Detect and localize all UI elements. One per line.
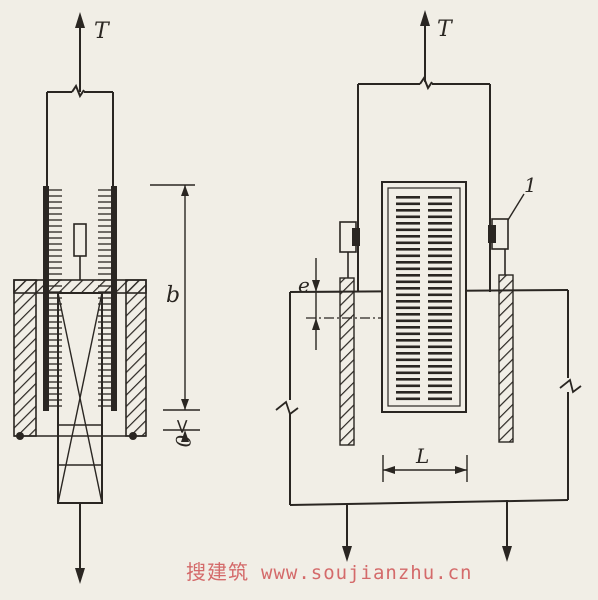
right-glue-comb	[98, 189, 111, 407]
watermark-logo-text: 搜建筑	[186, 560, 249, 584]
marker-leader-1	[507, 193, 525, 221]
watermark: 搜建筑 www.soujianzhu.cn	[186, 556, 472, 585]
panel-slot	[428, 196, 452, 199]
right-figure: T 1	[275, 10, 582, 562]
panel-slot	[428, 293, 452, 297]
panel-slot	[396, 235, 420, 238]
panel-slot	[428, 235, 452, 238]
dimension-label-L: L	[415, 444, 429, 468]
panel-slot	[428, 274, 452, 277]
panel-slot	[396, 222, 420, 225]
panel-slot	[396, 306, 420, 310]
marker-label-1: 1	[524, 173, 537, 197]
tension-label-right: T	[437, 17, 454, 42]
panel-slot	[396, 391, 420, 394]
base-bottom-edge	[289, 499, 569, 506]
panel-slot	[428, 280, 452, 284]
panel-slot	[428, 326, 452, 329]
panel-slot	[396, 371, 420, 375]
panel-slot	[428, 306, 452, 310]
panel-slot	[428, 319, 452, 323]
panel-slot	[396, 196, 420, 199]
panel-slot	[428, 365, 452, 368]
panel-slot	[396, 332, 420, 336]
panel-slot	[428, 358, 452, 362]
panel-slot	[428, 202, 452, 206]
panel-slot	[396, 274, 420, 277]
panel-slot	[396, 358, 420, 362]
panel-slot	[428, 345, 452, 349]
panel-slot	[396, 228, 420, 232]
panel-slot	[396, 397, 420, 401]
support-right-leg	[125, 279, 147, 437]
panel-slot	[396, 339, 420, 342]
panel-slot	[396, 280, 420, 284]
panel-slot	[396, 267, 420, 271]
watermark-url: www.soujianzhu.cn	[261, 562, 473, 584]
panel-slot	[428, 371, 452, 375]
panel-slot	[428, 241, 452, 245]
reaction-arrowhead-left	[75, 568, 85, 584]
panel-slot	[428, 222, 452, 225]
panel-slot	[396, 300, 420, 303]
gap-label-zero: >0	[171, 418, 195, 448]
panel-slot	[396, 261, 420, 264]
shear-panel-slots	[396, 196, 452, 401]
panel-slot	[428, 267, 452, 271]
panel-slot	[428, 313, 452, 316]
panel-slot	[428, 352, 452, 355]
panel-slot	[428, 378, 452, 381]
tension-arrowhead-left	[75, 12, 85, 28]
panel-slot	[396, 287, 420, 290]
panel-slot	[396, 365, 420, 368]
panel-slot	[396, 202, 420, 206]
panel-slot	[428, 248, 452, 251]
panel-slot	[396, 209, 420, 212]
tension-label-left: T	[94, 19, 111, 44]
panel-slot	[428, 391, 452, 394]
dimension-label-b: b	[166, 283, 180, 308]
panel-slot	[396, 345, 420, 349]
left-glued-strip	[339, 277, 355, 446]
left-figure: T b	[13, 12, 200, 584]
tension-arrowhead-right	[420, 10, 430, 26]
panel-slot	[428, 384, 452, 388]
panel-slot	[396, 248, 420, 251]
panel-slot	[428, 261, 452, 264]
panel-slot	[396, 293, 420, 297]
panel-slot	[428, 339, 452, 342]
panel-slot	[428, 300, 452, 303]
panel-slot	[396, 326, 420, 329]
panel-slot	[428, 254, 452, 258]
panel-slot	[396, 384, 420, 388]
support-left-leg	[13, 279, 37, 437]
panel-slot	[428, 209, 452, 212]
panel-slot	[396, 241, 420, 245]
panel-slot	[396, 254, 420, 258]
panel-slot	[428, 215, 452, 219]
right-glued-strip	[498, 274, 514, 443]
panel-slot	[396, 378, 420, 381]
left-glue-comb	[49, 189, 62, 407]
panel-slot	[428, 397, 452, 401]
panel-slot	[396, 319, 420, 323]
panel-slot	[428, 228, 452, 232]
reaction-arrowhead-right-b	[502, 546, 512, 562]
shear-panel	[381, 181, 467, 413]
gauge-left	[73, 223, 87, 257]
panel-slot	[396, 215, 420, 219]
panel-slot	[396, 313, 420, 316]
panel-slot	[428, 287, 452, 290]
reaction-arrowhead-right-a	[342, 546, 352, 562]
panel-slot	[428, 332, 452, 336]
dimension-label-e: e	[298, 273, 310, 297]
panel-slot	[396, 352, 420, 355]
